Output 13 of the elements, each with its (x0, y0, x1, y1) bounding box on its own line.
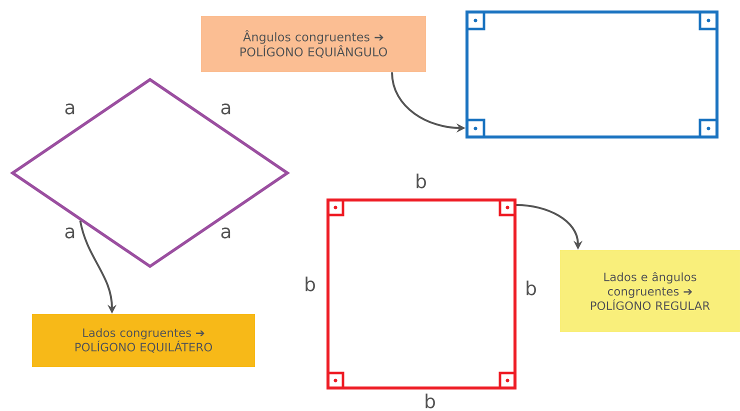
note-box: Ângulos congruentes ➔ POLÍGONO EQUIÂNGULO (201, 16, 426, 72)
side-label: a (221, 104, 230, 114)
side-label: b (416, 174, 426, 188)
side-label: a (221, 228, 230, 238)
side-label: a (65, 104, 74, 114)
rectangle-shape (466, 10, 718, 138)
rectangle-shape (326, 198, 516, 390)
side-label: b (306, 276, 315, 292)
side-label: b (426, 394, 435, 408)
note-box: Lados e ângulos congruentes ➔ POLÍGONO REGULAR (560, 250, 740, 332)
side-label: a (65, 228, 74, 238)
side-label: b (526, 280, 536, 296)
note-box: Lados congruentes ➔ POLÍGONO EQUILÁTERO (32, 314, 255, 367)
